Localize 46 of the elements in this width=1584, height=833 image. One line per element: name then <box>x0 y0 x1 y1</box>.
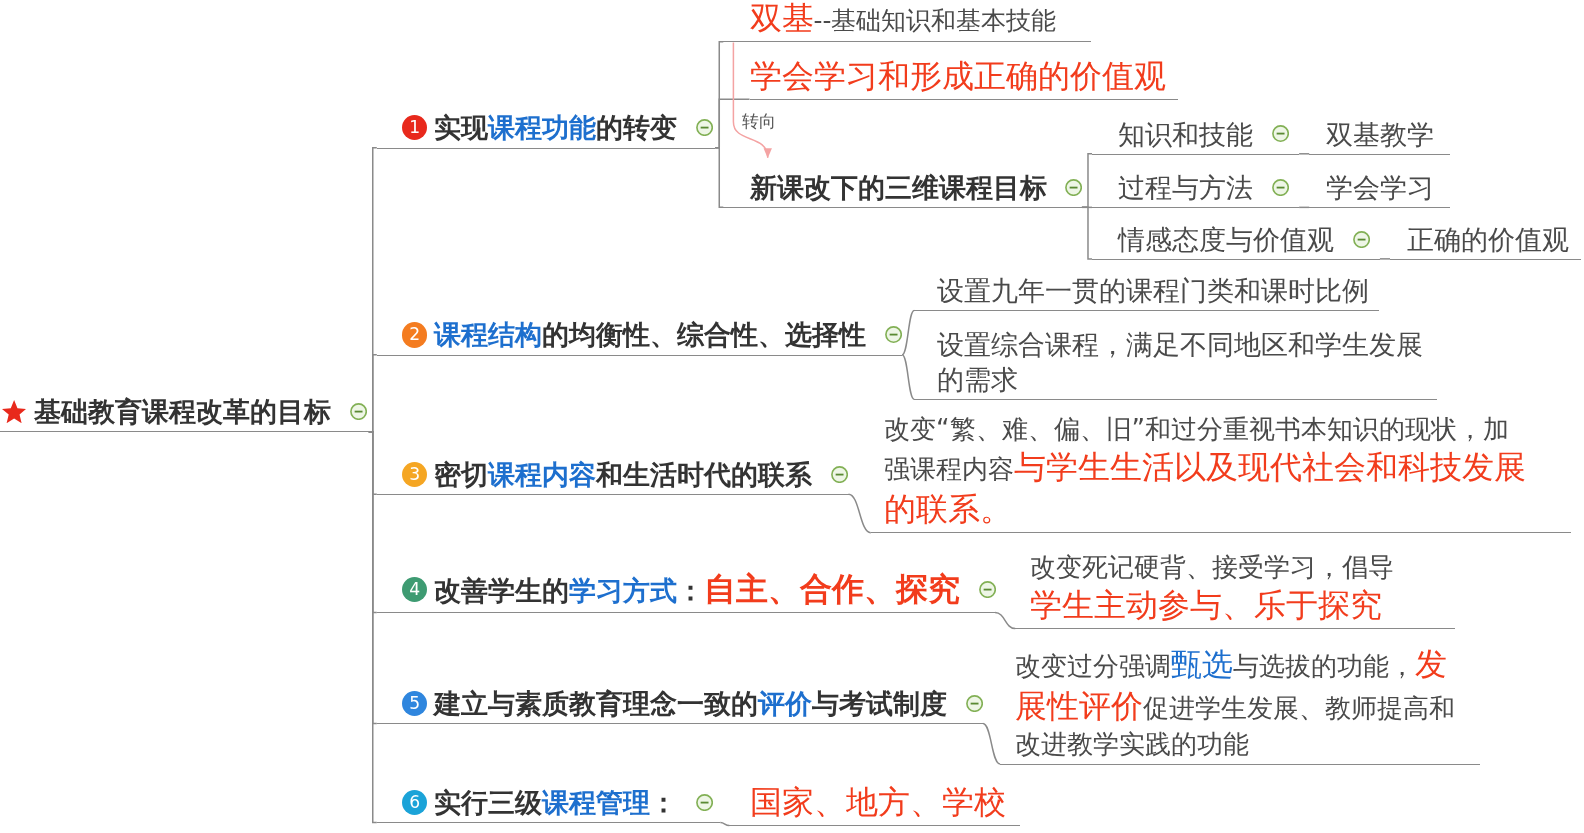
topic-text: 课程结构的均衡性、综合性、选择性 <box>434 318 867 353</box>
number-marker: 5 <box>402 691 428 717</box>
curved-arrow <box>732 41 771 159</box>
main-topic <box>376 686 983 725</box>
topic-text: 知识和技能 <box>1118 117 1254 152</box>
topic-text: 设置综合课程，满足不同地区和学生发展的需求 <box>937 327 1425 397</box>
topic-text: 学会学习 <box>1326 171 1435 206</box>
main-topic <box>376 785 721 824</box>
number-marker: 1 <box>402 115 428 141</box>
connector-line <box>1298 153 1310 155</box>
main-topic <box>376 110 716 149</box>
topic-text: 双基--基础知识和基本技能 <box>749 0 1057 40</box>
topic-text: 基础教育课程改革的目标 <box>34 395 332 430</box>
connector-line <box>1379 258 1391 260</box>
topic-text: 学会学习和形成正确的价值观 <box>749 56 1166 97</box>
topic-text: 国家、地方、学校 <box>749 782 1006 824</box>
topic-text: 实行三级课程管理： <box>434 786 678 820</box>
number-marker: 3 <box>402 461 428 487</box>
number-marker: 2 <box>402 322 428 348</box>
connector-line <box>847 493 872 534</box>
topic-text: 实现课程功能的转变 <box>434 111 678 146</box>
number-marker: 6 <box>402 790 428 816</box>
connector-line <box>1298 206 1310 209</box>
topic-text: 正确的价值观 <box>1407 222 1570 257</box>
connector-line <box>994 611 1016 630</box>
connector-line <box>982 722 1001 765</box>
topic-text: 密切课程内容和生活时代的联系 <box>434 457 813 492</box>
topic-text: 情感态度与价值观 <box>1118 222 1335 257</box>
topic-text: 改善学生的学习方式：自主、合作、探究 <box>434 569 961 611</box>
connector-line <box>367 430 378 824</box>
topic-text: 双基教学 <box>1326 117 1435 152</box>
connector-line <box>901 309 915 356</box>
connector-line <box>714 147 725 209</box>
connector-line <box>719 821 731 827</box>
connector-line <box>901 354 915 401</box>
topic-text: 新课改下的三维课程目标 <box>749 170 1047 205</box>
topic-text: 改变“繁、难、偏、旧”和过分重视书本知识的现状，加强课程内容与学生生活以及现代社会和科技发展的联系。 <box>883 412 1527 531</box>
topic-text: 改变死记硬背、接受学习，倡导学生主动参与、乐于探究 <box>1030 550 1396 627</box>
number-marker: 4 <box>402 576 428 602</box>
topic-text: 设置九年一贯的课程门类和课时比例 <box>937 274 1370 309</box>
subtopic <box>723 0 1091 43</box>
connector-line <box>1081 206 1093 260</box>
topic-text: 改变过分强调甄选与选拔的功能，发展性评价促进学生发展、教师提高和改进教学实践的功能 <box>1015 643 1457 762</box>
topic-text: 过程与方法 <box>1118 171 1254 206</box>
central-topic <box>0 394 369 433</box>
topic-text: 建立与素质教育理念一致的评价与考试制度 <box>434 687 948 721</box>
